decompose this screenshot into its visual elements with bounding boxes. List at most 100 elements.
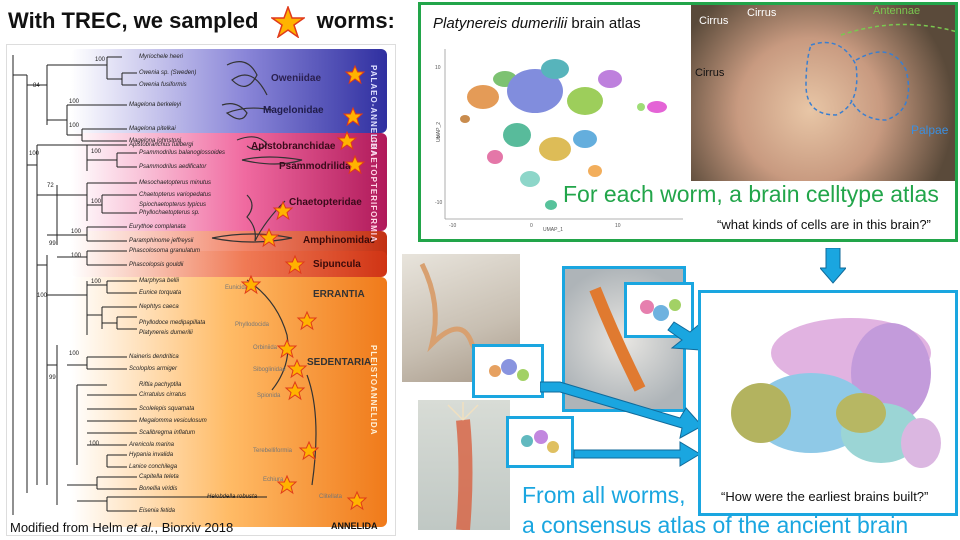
merge-arrows <box>540 320 703 467</box>
citation-prefix: Modified from Helm <box>10 520 127 535</box>
x-tick: 10 <box>615 223 621 229</box>
subgroup-label: Terebelliformia <box>253 448 293 454</box>
bootstrap-value: 100 <box>95 57 106 63</box>
bootstrap-value: 100 <box>91 149 102 155</box>
phylogenetic-tree: Oweniidae Magelonidae Apistobranchidae P… <box>6 44 396 536</box>
subgroup-label: Phyllodocida <box>235 322 270 328</box>
bootstrap-value: 100 <box>69 351 80 357</box>
consensus-umap <box>731 318 941 468</box>
slide-title: With TREC, we sampled worms: <box>8 6 395 38</box>
brain-atlas-panel: Platynereis dumerilii brain atlas <box>418 2 958 242</box>
atlas-thumbnail-3 <box>506 416 574 468</box>
star-icon <box>345 65 365 84</box>
clade-apistobranchidae: Apistobranchidae <box>251 141 336 152</box>
species-label: Owenia fusiformis <box>139 82 187 88</box>
band-pleisto <box>71 277 387 527</box>
y-tick: 10 <box>435 65 441 71</box>
tree-branches <box>12 55 317 515</box>
atlas-caption: For each worm, a brain celltype atlas <box>563 181 939 207</box>
bootstrap-value: 100 <box>29 151 40 157</box>
label-cirrus: Cirrus <box>699 15 729 27</box>
citation-suffix: , Biorxiv 2018 <box>154 520 234 535</box>
species-label: Eunice torquata <box>139 290 182 296</box>
atlas-title-species: Platynereis dumerilii <box>433 15 568 32</box>
species-label: Spiochaetopterus typicus <box>139 202 207 208</box>
citation-etal: et al. <box>126 520 155 535</box>
species-label: Paramphinome jeffreysii <box>129 238 194 244</box>
sampled-stars <box>241 65 367 510</box>
star-icon <box>337 131 357 150</box>
species-label: Psammodrilus aedificator <box>139 164 207 170</box>
consensus-line-2: a consensus atlas of the ancient brain <box>522 512 909 538</box>
clade-sipuncula: Sipuncula <box>313 259 361 270</box>
species-label: Naineris dendritica <box>129 354 179 360</box>
subgroup-label: Echiura <box>263 477 284 483</box>
bootstrap-value: 100 <box>89 441 100 447</box>
species-label: Psammodrilus balanoglossoides <box>139 150 226 156</box>
star-icon <box>277 475 297 494</box>
star-icon <box>273 201 293 220</box>
subgroup-label: Spionida <box>257 393 281 399</box>
star-icon <box>241 275 261 294</box>
umap-plot: -10 0 10 10 0 -10 UMAP_1 UMAP_2 <box>435 39 685 233</box>
species-label: Myriochele heeri <box>139 54 184 60</box>
atlas-thumbnail-1 <box>472 344 544 398</box>
group-palaeo: PALAEO-ANNELIDA <box>369 65 378 157</box>
species-label: Lanice conchilega <box>129 464 178 470</box>
clade-sedentaria: SEDENTARIA <box>307 357 372 368</box>
species-label: Hypania invalida <box>129 452 174 458</box>
bootstrap-value: 100 <box>69 123 80 129</box>
species-label: Magelona johnstoni <box>129 138 182 144</box>
bootstrap-value: 72 <box>47 183 54 189</box>
arrow-icon <box>573 441 701 467</box>
bootstrap-value: 100 <box>69 99 80 105</box>
species-label: Owenia sp. (Sweden) <box>139 70 197 76</box>
species-label: Platynereis dumerilii <box>139 330 193 336</box>
star-icon <box>285 381 305 400</box>
star-icon <box>297 311 317 330</box>
x-tick: -10 <box>449 223 456 229</box>
title-suffix: worms: <box>316 7 395 33</box>
clade-psammodrilidae: Psammodrilidae <box>279 161 357 172</box>
consensus-atlas-panel: “How were the earliest brains built?” <box>698 290 958 516</box>
star-icon <box>299 441 319 460</box>
species-label: Phascolopsis gouldii <box>129 262 184 268</box>
clade-errantia: ERRANTIA <box>313 289 365 300</box>
species-label: Phyllodoce medipapillata <box>139 320 206 326</box>
bootstrap-value: 99 <box>49 375 56 381</box>
subgroup-label: Eunicida <box>225 285 249 291</box>
group-chaeto: CHAETOPTERIFORMIA <box>369 137 378 243</box>
label-cirrus: Cirrus <box>695 67 725 79</box>
down-arrow-icon <box>820 248 846 284</box>
species-label: Scalibregma inflatum <box>139 430 196 436</box>
subgroup-label: Clitellata <box>319 494 343 500</box>
worm-head-photo: Cirrus Cirrus Cirrus Antennae Palpae <box>691 5 955 181</box>
species-label: Eisenia fetida <box>139 508 176 514</box>
atlas-title: Platynereis dumerilii brain atlas <box>433 15 641 32</box>
subgroup-label: Siboglinidae <box>253 367 286 373</box>
species-label: Mesochaetopterus minutus <box>139 180 212 186</box>
clade-chaetopteridae: Chaetopteridae <box>289 197 362 208</box>
subgroup-label: Orbiniida <box>253 345 278 351</box>
species-label: Eurythoe complanata <box>129 224 186 230</box>
label-antennae: Antennae <box>873 5 921 17</box>
species-label: Phascolosoma granulatum <box>129 248 201 254</box>
group-pleisto: PLEISTOANNELIDA <box>369 345 378 436</box>
consensus-line-1: From all worms, <box>522 482 686 508</box>
group-annelida: ANNELIDA <box>331 521 378 531</box>
species-label: Phyllochaetopterus sp. <box>139 210 200 216</box>
species-label: Cirratulus cirratus <box>139 392 187 398</box>
y-tick: -10 <box>435 200 442 206</box>
label-palpae: Palpae <box>911 123 949 137</box>
band-sipuncula <box>71 251 387 277</box>
bootstrap-value: 99 <box>49 241 56 247</box>
species-label: Nephtys caeca <box>139 304 179 310</box>
bootstrap-value: 100 <box>37 293 48 299</box>
band-chaeto <box>71 133 387 231</box>
consensus-quote: “How were the earliest brains built?” <box>721 489 929 504</box>
worm-photo-3 <box>418 400 510 530</box>
clade-oweniidae: Oweniidae <box>271 73 322 84</box>
clade-amphinomidae: Amphinomidae <box>303 235 376 246</box>
species-label: Magelona berkeleyi <box>129 102 182 108</box>
star-icon <box>343 107 363 126</box>
